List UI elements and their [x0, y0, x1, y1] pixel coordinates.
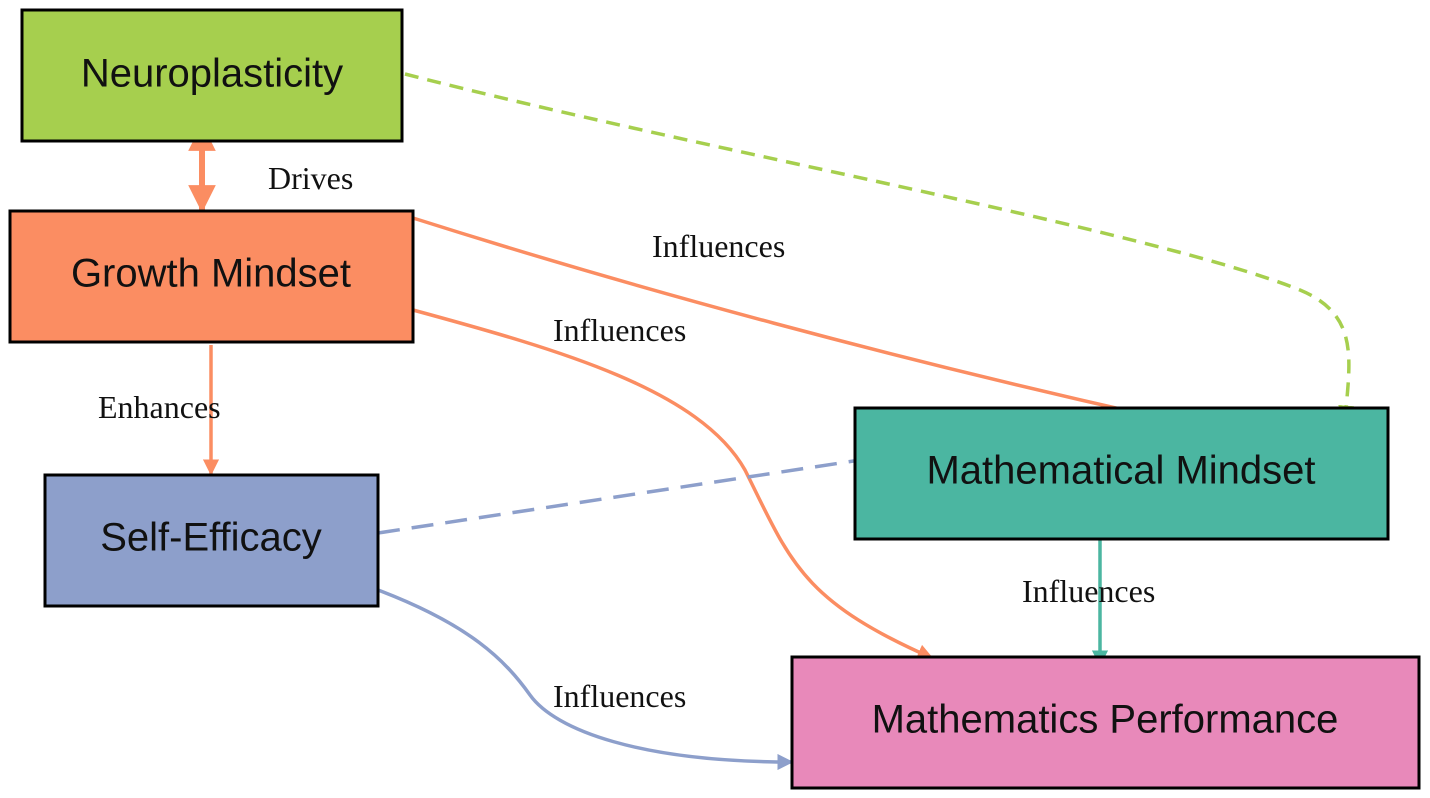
- edge-self-efficacy-mathematical-mindset: [377, 451, 882, 535]
- node-box: [790, 655, 1421, 790]
- node-label: Self-Efficacy: [100, 516, 322, 560]
- node-label: Mathematical Mindset: [926, 449, 1315, 493]
- edge-growth-mindset-mathematics-performance: [412, 308, 934, 660]
- edge-self-efficacy-mathematics-performance: [377, 588, 794, 771]
- node-box: [8, 209, 415, 344]
- edge-label-enhances: Enhances: [98, 389, 221, 425]
- edge-label-influences-growth-mathematical: Influences: [652, 228, 785, 264]
- edge-label-influences-mathematical-performance: Influences: [1022, 573, 1155, 609]
- node-label: Growth Mindset: [71, 252, 351, 296]
- node-mathematical-mindset: Mathematical Mindset: [853, 406, 1390, 541]
- node-neuroplasticity: Neuroplasticity: [20, 8, 404, 143]
- node-growth-mindset: Growth Mindset: [8, 209, 415, 344]
- edge-labels: Drives Influences Influences Enhances In…: [98, 160, 1155, 714]
- edge-neuroplasticity-mathematical-mindset: [404, 72, 1355, 422]
- edges: [188, 72, 1355, 771]
- node-label: Neuroplasticity: [81, 52, 343, 96]
- node-box: [43, 473, 380, 608]
- node-box: [20, 8, 404, 143]
- node-mathematics-performance: Mathematics Performance: [790, 655, 1421, 790]
- node-self-efficacy: Self-Efficacy: [43, 473, 380, 608]
- edge-label-influences-growth-performance: Influences: [553, 312, 686, 348]
- node-label: Mathematics Performance: [872, 698, 1339, 742]
- edge-label-influences-self-efficacy-performance: Influences: [553, 678, 686, 714]
- edge-label-drives: Drives: [268, 160, 353, 196]
- node-box: [853, 406, 1390, 541]
- edge-growth-mindset-mathematical-mindset: [412, 216, 1162, 423]
